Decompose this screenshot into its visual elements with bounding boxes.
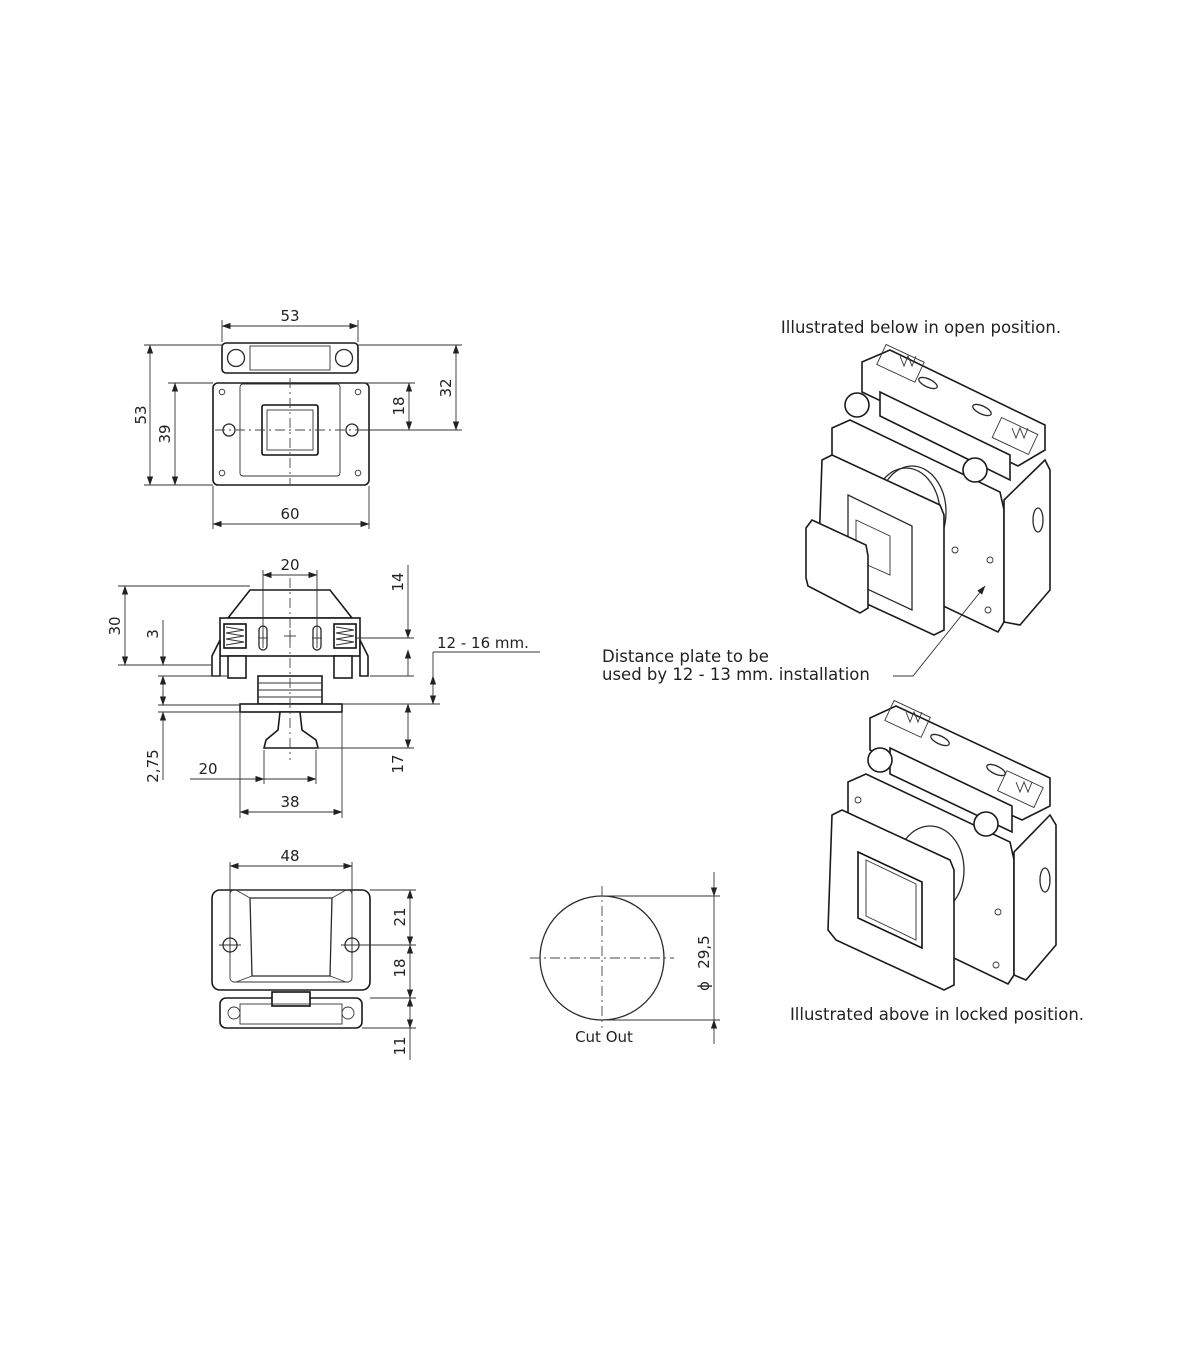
cutout-label: Cut Out xyxy=(575,1028,633,1046)
cutout-diameter: 29,5 xyxy=(695,935,713,968)
dim-top-width: 53 xyxy=(280,307,299,325)
dim-range: 12 - 16 mm. xyxy=(437,634,529,652)
dim-18: 18 xyxy=(391,958,409,977)
dim-plate-width: 60 xyxy=(280,505,299,523)
dim-48: 48 xyxy=(280,847,299,865)
dim-3: 3 xyxy=(144,629,162,639)
dim-14: 14 xyxy=(389,572,407,591)
note-distance-plate-line1: Distance plate to be xyxy=(602,647,769,666)
dim-11: 11 xyxy=(391,1036,409,1055)
front-view: 48 21 18 11 xyxy=(211,847,416,1060)
dim-plate-height: 39 xyxy=(156,424,174,443)
dim-2-75: 2,75 xyxy=(144,749,162,782)
leader-line xyxy=(893,585,986,677)
top-view: 53 53 39 60 18 32 xyxy=(132,307,462,529)
note-open-position: Illustrated below in open position. xyxy=(781,318,1061,337)
dim-38: 38 xyxy=(280,793,299,811)
dim-20-top: 20 xyxy=(280,556,299,574)
side-view: 20 30 3 2,75 14 12 - 16 mm. 17 xyxy=(106,556,540,818)
cutout-view: ϕ 29,5 Cut Out xyxy=(530,872,720,1046)
dim-21: 21 xyxy=(391,907,409,926)
note-locked-position: Illustrated above in locked position. xyxy=(790,1005,1084,1024)
dim-right-32: 32 xyxy=(437,378,455,397)
dim-20-bottom: 20 xyxy=(198,760,217,778)
cutout-diameter-symbol: ϕ xyxy=(695,981,713,991)
dim-30: 30 xyxy=(106,616,124,635)
dim-right-18: 18 xyxy=(390,396,408,415)
iso-view-locked xyxy=(827,699,1057,991)
dim-17: 17 xyxy=(389,754,407,773)
iso-view-open xyxy=(805,343,1051,636)
dim-overall-height: 53 xyxy=(132,405,150,424)
note-distance-plate-line2: used by 12 - 13 mm. installation xyxy=(602,665,870,684)
